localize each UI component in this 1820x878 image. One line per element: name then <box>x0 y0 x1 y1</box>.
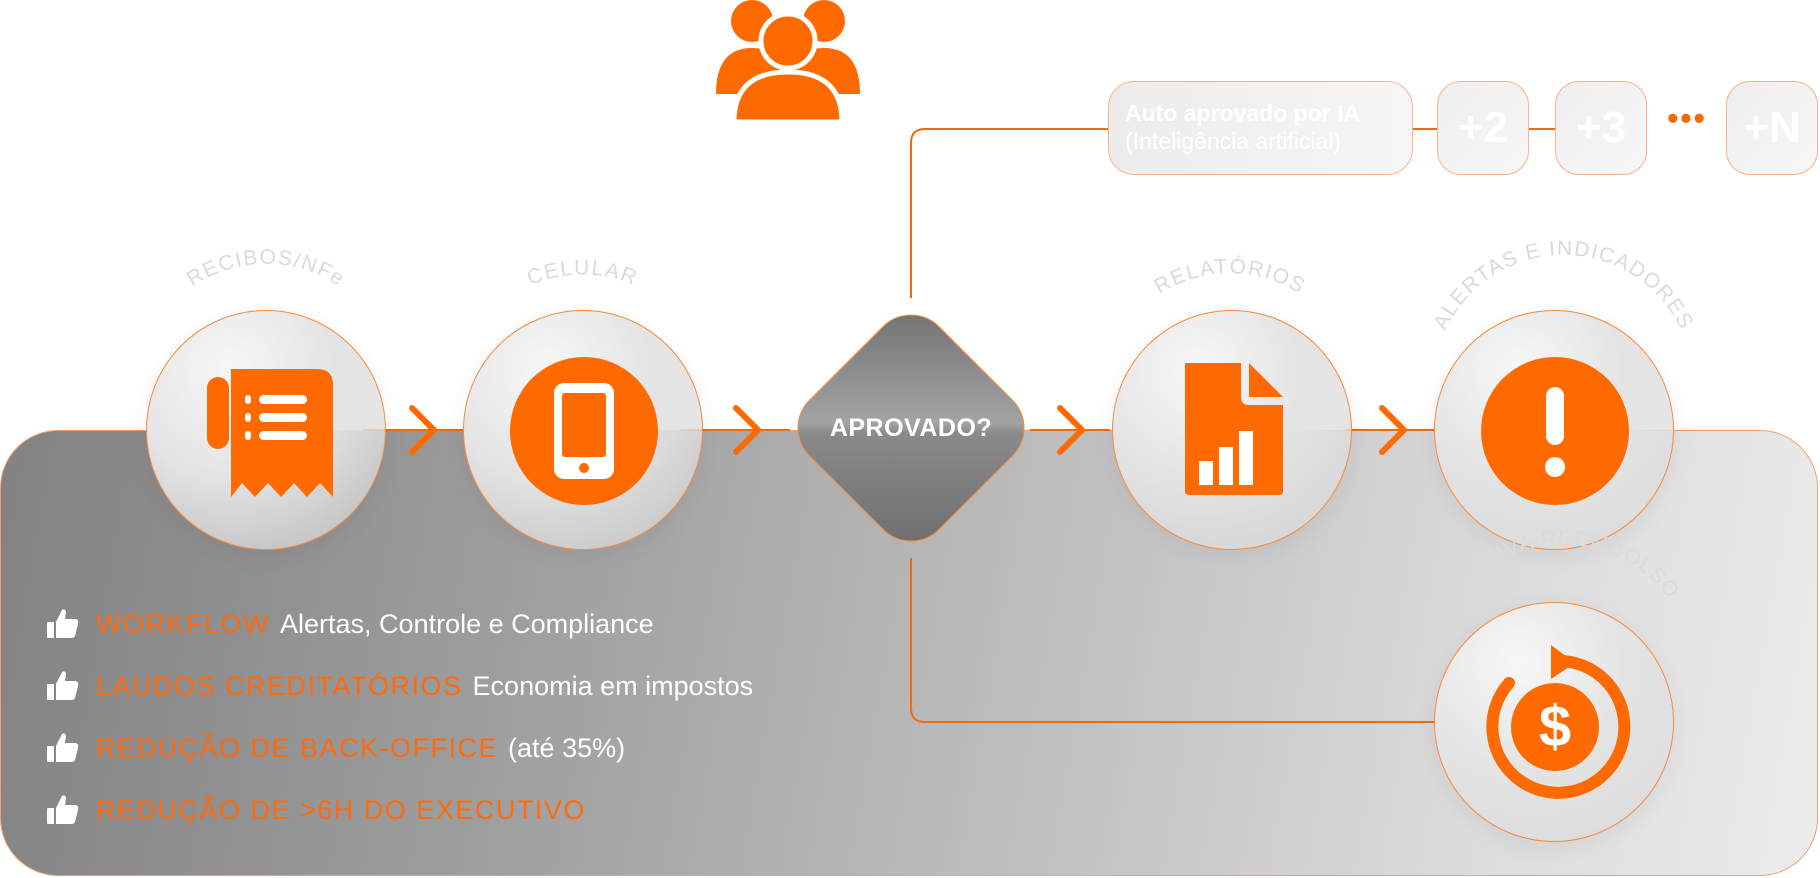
decision-label: APROVADO? <box>829 413 993 442</box>
approval-step-2: +2 <box>1437 81 1529 175</box>
thumbs-up-icon <box>47 733 79 762</box>
chevron-right-icon <box>409 405 437 455</box>
thumbs-up-icon <box>47 671 79 700</box>
dollar-refresh-icon: $ <box>1486 645 1631 799</box>
node-alertas <box>1434 310 1674 550</box>
benefit-desc: Alertas, Controle e Compliance <box>280 608 654 639</box>
benefit-item: WORKFLOW Alertas, Controle e Compliance <box>46 604 654 644</box>
auto-approval-title: Auto aprovado por IA <box>1125 100 1361 126</box>
thumbs-up-icon <box>47 795 79 824</box>
benefit-title: WORKFLOW <box>96 608 270 639</box>
receipt-icon <box>207 369 333 497</box>
chevron-right-icon <box>1379 405 1407 455</box>
alert-icon <box>1481 357 1629 505</box>
benefit-title: REDUÇÃO DE >6H DO EXECUTIVO <box>96 794 586 825</box>
label-reembolso: EFETIVA REEMBOLSO <box>1443 527 1685 604</box>
benefit-desc: (até 35%) <box>508 732 626 763</box>
decision-node: APROVADO? <box>780 297 1042 559</box>
node-celular <box>463 310 703 550</box>
users-group-icon <box>716 0 860 122</box>
approval-step-3: +3 <box>1555 81 1647 175</box>
smartphone-icon <box>510 357 658 505</box>
approval-step-n: +N <box>1726 81 1818 175</box>
svg-text:$: $ <box>1539 694 1571 759</box>
chevron-right-icon <box>1057 405 1085 455</box>
label-recibos: RECIBOS/NFe <box>183 246 349 291</box>
node-reembolso: $ <box>1434 602 1674 842</box>
benefit-desc: Economia em impostos <box>472 670 754 701</box>
label-celular: CELULAR <box>524 256 641 289</box>
node-relatorios <box>1112 310 1352 550</box>
ellipsis: ••• <box>1667 100 1707 136</box>
label-relatorios: RELATÓRIOS <box>1151 255 1310 298</box>
label-alertas: ALERTAS E INDICADORES <box>1429 237 1698 334</box>
benefit-title: REDUÇÃO DE BACK-OFFICE <box>96 732 499 763</box>
benefit-item: REDUÇÃO DE >6H DO EXECUTIVO <box>46 790 596 830</box>
connector-decision-reembolso <box>910 558 1437 723</box>
benefit-title: LAUDOS CREDITATÓRIOS <box>96 670 463 701</box>
thumbs-up-icon <box>47 609 79 638</box>
connector-decision-ai <box>910 128 1108 298</box>
auto-approval-box: Auto aprovado por IA (Inteligência artif… <box>1108 81 1413 175</box>
chevron-right-icon <box>733 405 761 455</box>
auto-approval-subtitle: (Inteligência artificial) <box>1125 128 1342 154</box>
node-recibos <box>146 310 386 550</box>
benefit-item: LAUDOS CREDITATÓRIOS Economia em imposto… <box>46 666 753 706</box>
report-chart-icon <box>1185 363 1283 495</box>
benefit-item: REDUÇÃO DE BACK-OFFICE (até 35%) <box>46 728 625 768</box>
